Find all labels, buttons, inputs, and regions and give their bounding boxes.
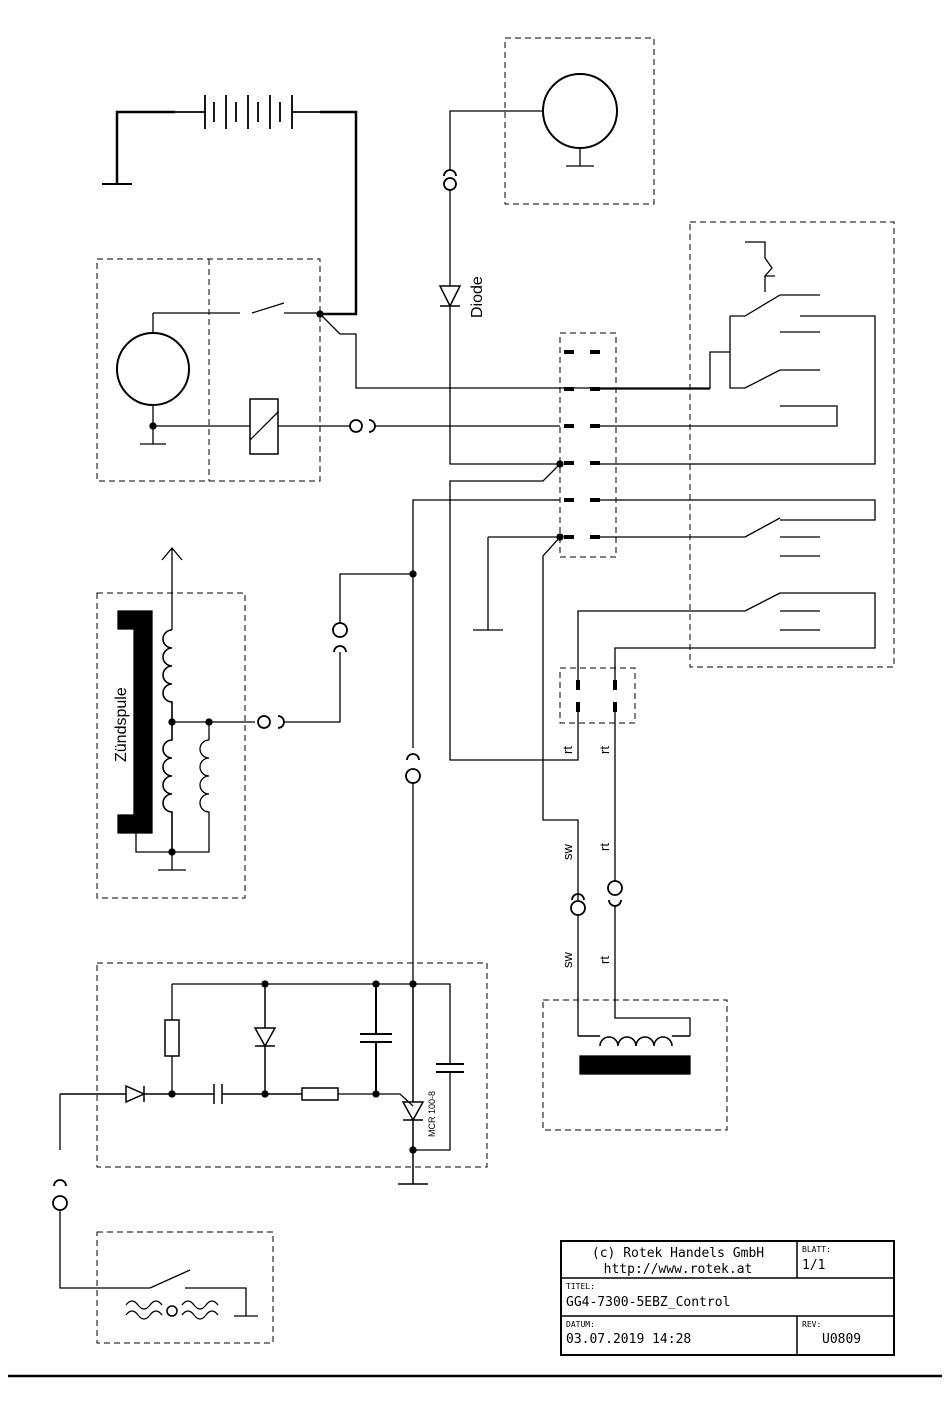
- generator-relay-box: [97, 259, 730, 481]
- sheet-label: BLATT:: [802, 1245, 831, 1254]
- company-name: (c) Rotek Handels GmbH: [592, 1246, 764, 1261]
- connector-plug: [350, 420, 560, 432]
- lamp-box: [440, 38, 654, 464]
- ignition-coil-label: Zündspule: [113, 687, 130, 762]
- company-url: http://www.rotek.at: [604, 1262, 753, 1277]
- wire-label-sw: sw: [560, 844, 575, 861]
- revision-value: U0809: [822, 1332, 861, 1347]
- lamp-symbol: [543, 74, 617, 148]
- battery: [102, 95, 356, 314]
- coil-plug: [258, 500, 560, 984]
- title-value: GG4-7300-5EBZ_Control: [566, 1295, 730, 1310]
- wire-label-rt: rt: [597, 956, 612, 964]
- thyristor-label: MCR 100-8: [427, 1091, 437, 1137]
- sheet-value: 1/1: [802, 1258, 825, 1273]
- date-value: 03.07.2019 14:28: [566, 1332, 691, 1347]
- diode-label: Diode: [469, 276, 486, 318]
- connector-strip: [557, 333, 616, 557]
- revision-label: REV:: [802, 1320, 821, 1329]
- kill-switch-box: [53, 1094, 273, 1343]
- date-label: DATUM:: [566, 1320, 595, 1329]
- wire-label-rt: rt: [560, 746, 575, 754]
- stator-coil-box: [543, 1000, 727, 1130]
- switch-box: [578, 222, 894, 686]
- generator-symbol: [117, 333, 189, 405]
- wire-label-rt: rt: [597, 843, 612, 851]
- wire-plugs: [571, 855, 690, 1036]
- wire-label-rt: rt: [597, 746, 612, 754]
- diode-symbol: [440, 286, 460, 306]
- wire-label-sw: sw: [560, 952, 575, 969]
- title-label: TITEL:: [566, 1282, 595, 1291]
- cdi-box: [60, 963, 487, 1184]
